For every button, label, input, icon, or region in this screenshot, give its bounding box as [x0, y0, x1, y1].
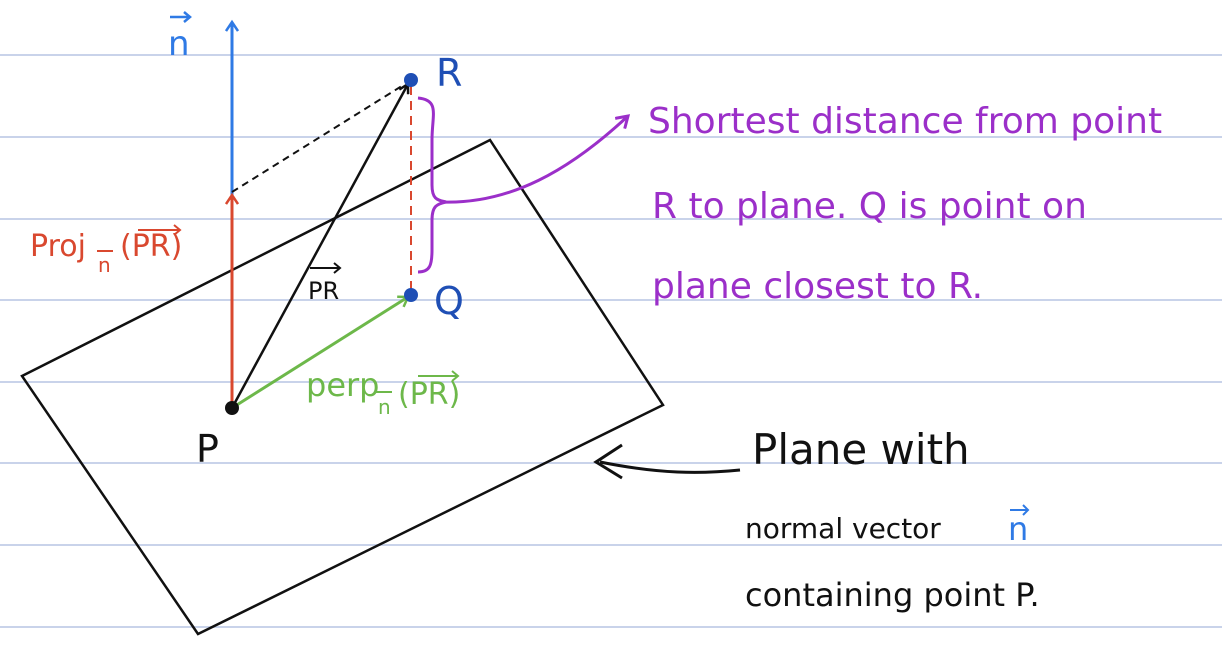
normal-label-text: n [168, 24, 190, 64]
plane-pointer-arrow [599, 460, 741, 474]
perp-label: perp n (PR) [306, 366, 460, 419]
note-shortest-line-3: plane closest to R. [652, 266, 983, 307]
proj-label-sub: n [98, 253, 111, 277]
distance-brace [417, 96, 447, 274]
proj-label-arg: (PR) [120, 229, 182, 264]
pr-vector-arrow [230, 84, 408, 409]
label-r: R [436, 51, 462, 95]
perp-label-text: perp [306, 366, 379, 404]
plane-note-line-3: containing point P. [745, 576, 1040, 614]
proj-label-text: Proj [30, 229, 86, 264]
label-p: P [196, 427, 219, 471]
note-shortest-line-2: R to plane. Q is point on [652, 186, 1087, 227]
proj-label: Proj n (PR) [30, 224, 182, 277]
point-q-dot [404, 288, 418, 302]
perp-arrow [231, 297, 408, 410]
plane-note-line-1: Plane with [752, 425, 970, 474]
note-pointer-arrow [439, 116, 628, 204]
dashed-proj-to-r [231, 83, 406, 193]
plane-note-n: n [1008, 510, 1028, 548]
label-q: Q [434, 279, 464, 323]
plane-note-line-2: normal vector [745, 512, 941, 545]
point-r-dot [404, 73, 418, 87]
point-p-dot [225, 401, 239, 415]
perp-label-sub: n [378, 395, 391, 419]
perp-label-arg: (PR) [398, 377, 460, 412]
plane-note: Plane with normal vector n containing po… [745, 425, 1040, 614]
plane-pointer-arrowhead [593, 443, 623, 480]
normal-label-top: n [168, 11, 192, 64]
pr-label-text: PR [308, 277, 339, 305]
note-shortest-line-1: Shortest distance from point [648, 101, 1162, 142]
shortest-distance-note: Shortest distance from point R to plane.… [648, 101, 1162, 307]
pr-label: PR [308, 262, 342, 305]
